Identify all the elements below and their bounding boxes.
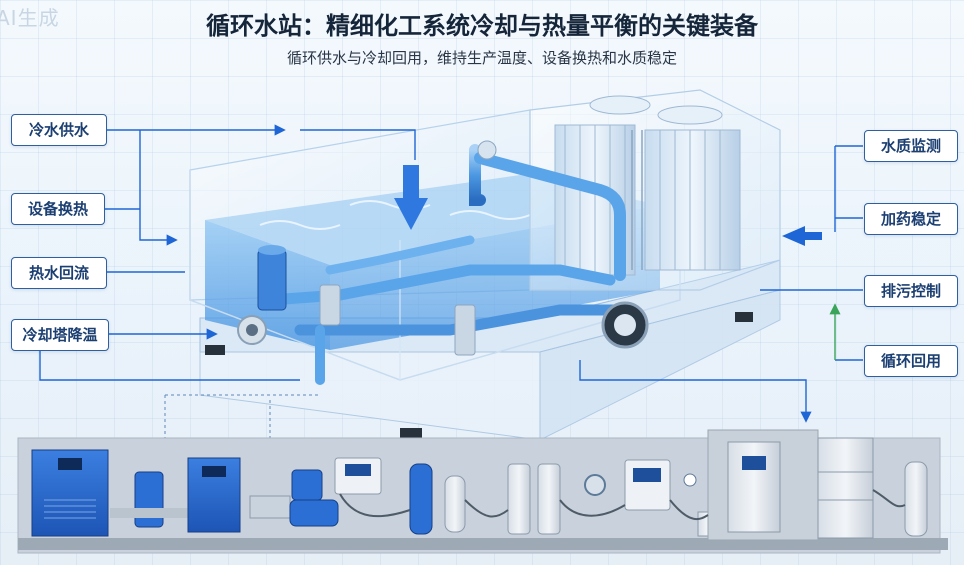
label-discharge-control: 排污控制 [864, 275, 958, 307]
pipe-network [264, 144, 626, 385]
left-inflow-arrow-right [782, 226, 822, 246]
label-water-quality-monitoring: 水质监测 [864, 130, 958, 162]
inflow-arrow [394, 165, 428, 230]
label-dosing-stabilization: 加药稳定 [864, 203, 958, 235]
watermark: AI生成 [0, 6, 60, 30]
page-subtitle: 循环供水与冷却回用，维持生产温度、设备换热和水质稳定 [286, 49, 677, 67]
label-cold-water-supply: 冷水供水 [11, 114, 107, 146]
basin-pumps [237, 140, 649, 356]
label-equipment-heat-exchange: 设备换热 [11, 193, 105, 225]
connector-lines [39, 124, 863, 423]
page-title: 循环水站：精细化工系统冷却与热量平衡的关键装备 [206, 12, 758, 40]
label-hot-water-return: 热水回流 [11, 257, 107, 289]
dotted-connectors [164, 394, 320, 440]
label-cooling-tower: 冷却塔降温 [11, 319, 109, 351]
cooling-tower [529, 89, 781, 291]
label-circulation-reuse: 循环回用 [864, 345, 958, 377]
equipment-rack [17, 429, 948, 554]
